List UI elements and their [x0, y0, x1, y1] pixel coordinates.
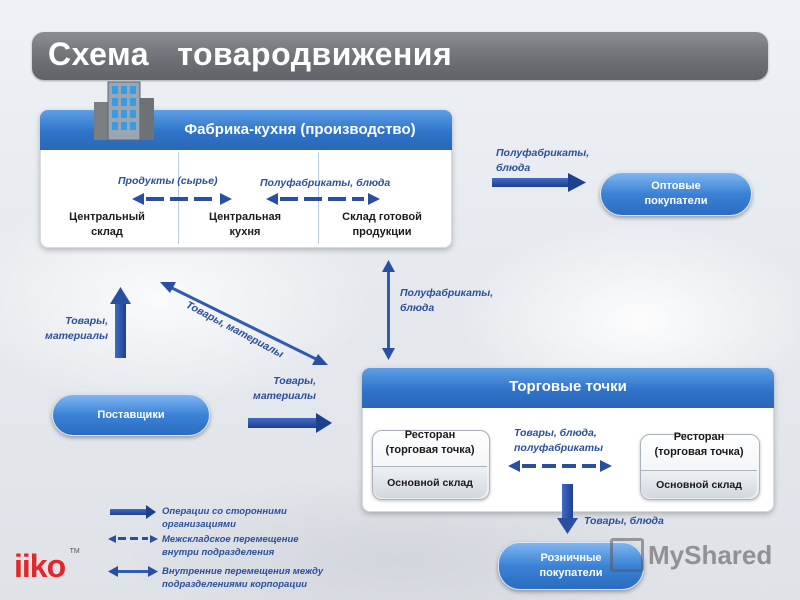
factory-header-label: Фабрика-кухня (производство) — [184, 121, 416, 138]
retail-header — [362, 368, 774, 408]
legend-internal-moves: Внутренние перемещения между подразделен… — [162, 566, 324, 590]
factory-divider-1 — [178, 152, 179, 244]
between-stores-label: Товары, блюда, полуфабрикаты — [514, 427, 604, 454]
left-store-title: Ресторан (торговая точка) — [385, 429, 475, 456]
suppliers-button[interactable]: Поставщики — [52, 394, 210, 436]
watermark-text: MyShared — [648, 539, 773, 570]
suppliers-up-label: Товары, материалы — [45, 315, 108, 342]
iiko-logo: iiko TM — [14, 548, 80, 585]
building-icon — [92, 76, 156, 142]
title-bar — [32, 32, 768, 80]
logo-trademark: TM — [69, 548, 80, 555]
left-store-warehouse: Основной склад — [373, 466, 487, 498]
factory-to-retail-label: Полуфабрикаты, блюда — [400, 287, 494, 314]
retail-header-label: Торговые точки — [509, 378, 627, 395]
legend-inter-warehouse: Межскладское перемещение внутри подразде… — [162, 534, 299, 558]
suppliers-right-label: Товары, материалы — [253, 375, 316, 402]
factory-divider-2 — [318, 152, 319, 244]
central-kitchen-label: Центральная кухня — [208, 211, 282, 238]
retail-down-label: Товары, блюда — [584, 515, 664, 527]
wholesale-flow-label: Полуфабрикаты, блюда — [496, 147, 590, 174]
finished-goods-warehouse-label: Склад готовой продукции — [342, 211, 422, 238]
page-title: Схема товародвижения — [48, 36, 453, 72]
flow-label-products: Продукты (сырье) — [118, 175, 218, 187]
flow-label-semi-products: Полуфабрикаты, блюда — [260, 177, 391, 189]
right-store-title: Ресторан (торговая точка) — [654, 431, 744, 458]
retail-buyers-button[interactable]: Розничные покупатели — [498, 542, 644, 590]
right-store-warehouse: Основной склад — [641, 470, 757, 498]
wholesale-buyers-button[interactable]: Оптовые покупатели — [600, 172, 752, 216]
legend-third-party: Операции со сторонними организациями — [162, 506, 287, 530]
presentation-icon — [610, 538, 644, 572]
logo-text: iiko — [14, 548, 66, 584]
central-warehouse-label: Центральный склад — [69, 211, 145, 238]
watermark: MyShared — [610, 538, 772, 572]
